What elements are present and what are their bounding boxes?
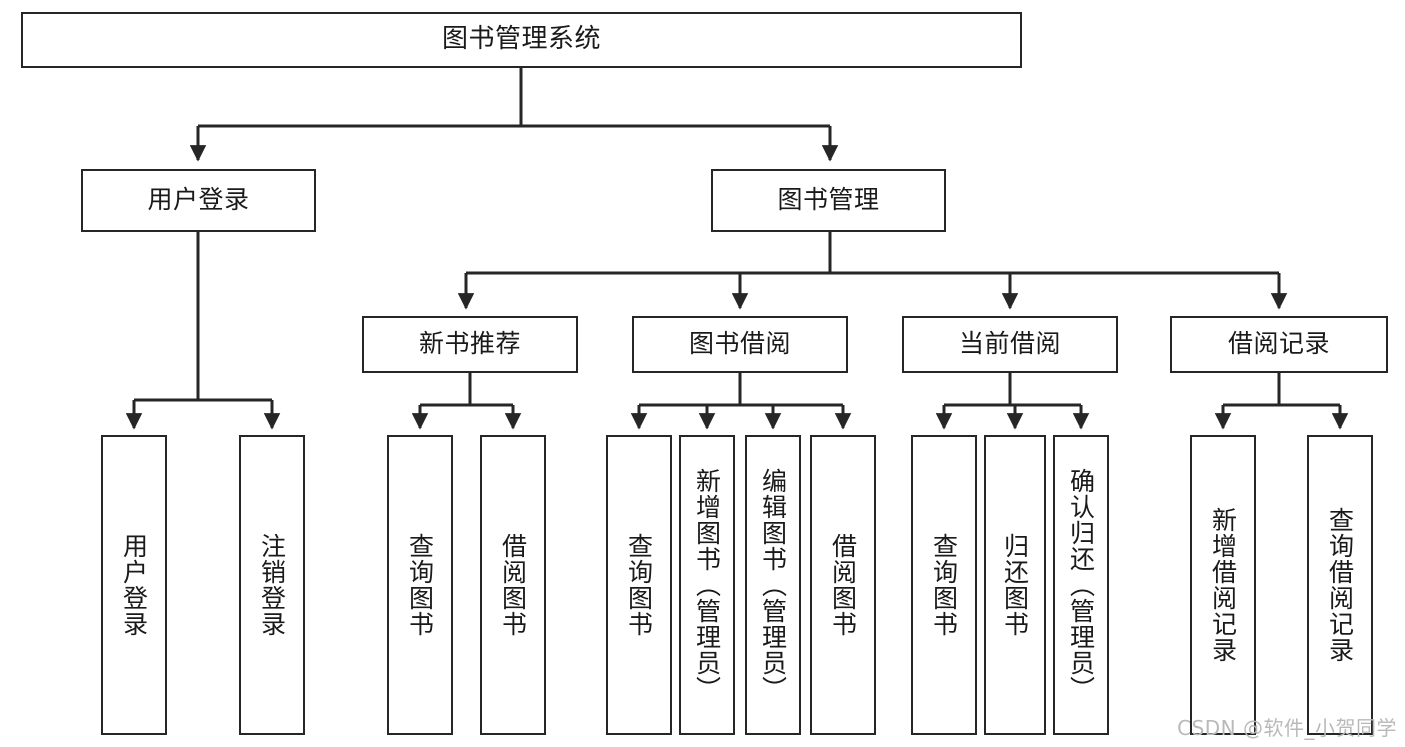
node-leaf-borrow-book-1[interactable]: 借阅图书	[480, 435, 546, 735]
node-root[interactable]: 图书管理系统	[21, 12, 1022, 68]
node-borrow-record-label: 借阅记录	[1227, 329, 1330, 359]
node-book-manage-label: 图书管理	[777, 185, 880, 215]
node-leaf-edit-book[interactable]: 编辑图书（管理员）	[745, 435, 801, 735]
node-book-borrow[interactable]: 图书借阅	[632, 316, 848, 373]
node-leaf-user-login[interactable]: 用户登录	[101, 435, 167, 735]
node-book-borrow-label: 图书借阅	[688, 329, 791, 359]
node-leaf-edit-book-label: 编辑图书（管理员）	[758, 468, 788, 702]
node-user-login-label: 用户登录	[147, 185, 250, 215]
node-leaf-borrow-book-2-label: 借阅图书	[828, 533, 858, 637]
watermark-text: CSDN @软件_小贺同学	[1177, 716, 1397, 740]
node-leaf-return-book[interactable]: 归还图书	[984, 435, 1046, 735]
node-leaf-confirm-return-label: 确认归还（管理员）	[1066, 468, 1096, 702]
node-new-book-rec[interactable]: 新书推荐	[362, 316, 578, 373]
node-leaf-add-record[interactable]: 新增借阅记录	[1190, 435, 1256, 735]
node-leaf-query-book-2[interactable]: 查询图书	[606, 435, 672, 735]
node-leaf-add-book-label: 新增图书（管理员）	[692, 468, 722, 702]
node-leaf-query-book-2-label: 查询图书	[624, 533, 654, 637]
node-leaf-query-book-3[interactable]: 查询图书	[911, 435, 977, 735]
node-leaf-return-book-label: 归还图书	[1000, 533, 1030, 637]
node-new-book-rec-label: 新书推荐	[418, 329, 521, 359]
node-leaf-query-book-1[interactable]: 查询图书	[387, 435, 453, 735]
node-leaf-query-record-label: 查询借阅记录	[1325, 507, 1355, 663]
node-leaf-borrow-book-2[interactable]: 借阅图书	[810, 435, 876, 735]
node-leaf-user-login-label: 用户登录	[119, 533, 149, 637]
node-leaf-borrow-book-1-label: 借阅图书	[498, 533, 528, 637]
node-current-borrow[interactable]: 当前借阅	[902, 316, 1118, 373]
node-borrow-record[interactable]: 借阅记录	[1170, 316, 1388, 373]
node-user-login[interactable]: 用户登录	[81, 169, 316, 232]
node-root-label: 图书管理系统	[441, 24, 601, 55]
node-current-borrow-label: 当前借阅	[958, 329, 1061, 359]
node-leaf-user-logout-label: 注销登录	[257, 533, 287, 637]
node-book-manage[interactable]: 图书管理	[711, 169, 946, 232]
node-leaf-add-book[interactable]: 新增图书（管理员）	[679, 435, 735, 735]
node-leaf-query-book-3-label: 查询图书	[929, 533, 959, 637]
node-leaf-confirm-return[interactable]: 确认归还（管理员）	[1053, 435, 1109, 735]
node-leaf-user-logout[interactable]: 注销登录	[239, 435, 305, 735]
node-leaf-query-book-1-label: 查询图书	[405, 533, 435, 637]
node-leaf-query-record[interactable]: 查询借阅记录	[1307, 435, 1373, 735]
node-leaf-add-record-label: 新增借阅记录	[1208, 507, 1238, 663]
